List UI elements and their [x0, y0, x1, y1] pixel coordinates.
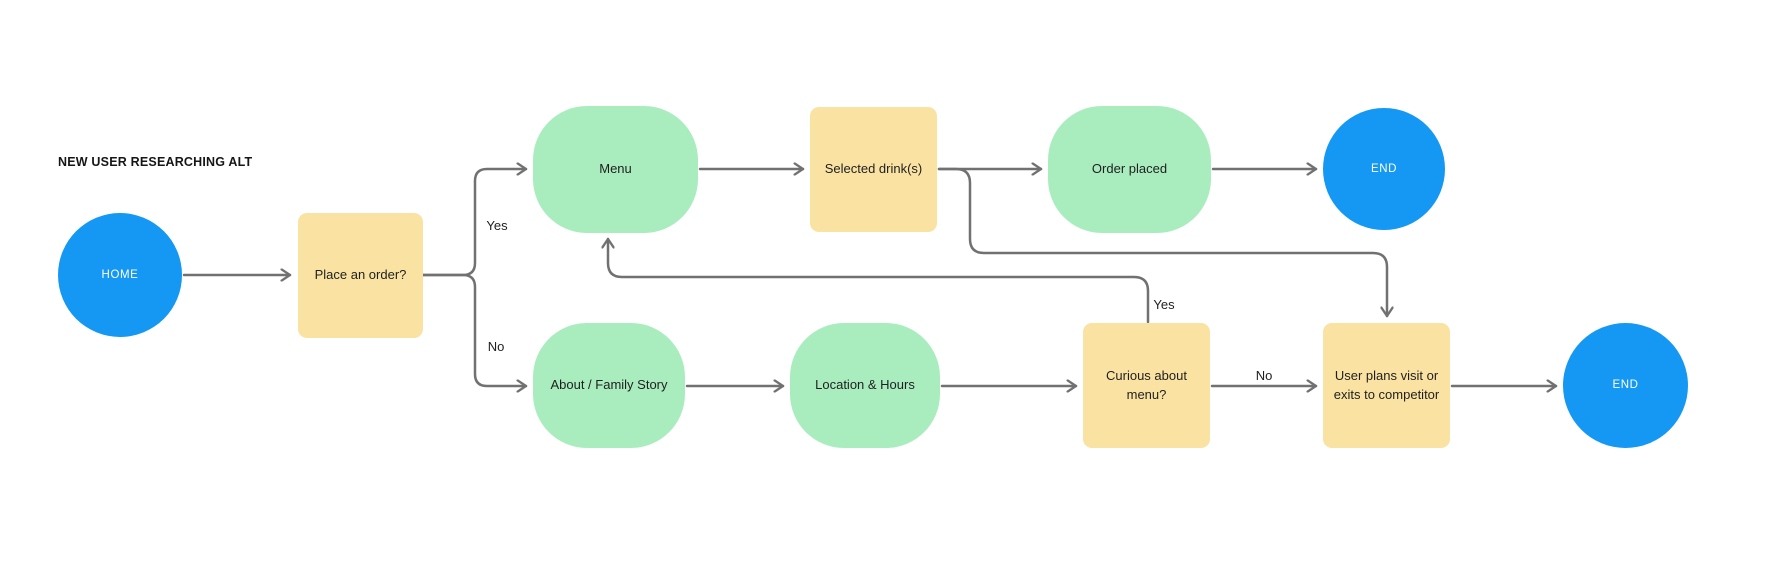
node-end-bottom[interactable]: END [1563, 323, 1688, 448]
node-selected-drinks[interactable]: Selected drink(s) [810, 107, 937, 232]
diagram-title: NEW USER RESEARCHING ALT [58, 155, 253, 169]
edge-place-order-yes-to-menu[interactable] [421, 169, 528, 277]
node-menu-label: Menu [599, 161, 632, 177]
node-place-order[interactable]: Place an order? [298, 213, 423, 338]
node-order-placed-label: Order placed [1091, 161, 1168, 177]
edge-curious-yes-to-menu[interactable] [608, 237, 1150, 324]
edge-label-place-order-no: No [487, 339, 505, 354]
node-about-family-story-label: About / Family Story [550, 377, 668, 393]
node-location-hours-label: Location & Hours [815, 377, 915, 393]
edge-label-curious-yes: Yes [1153, 297, 1175, 312]
edge-label-curious-no: No [1255, 368, 1273, 383]
node-curious-about-menu-label: Curious about menu? [1106, 367, 1187, 402]
node-home[interactable]: HOME [58, 213, 182, 337]
node-order-placed[interactable]: Order placed [1048, 106, 1211, 233]
node-end-top[interactable]: END [1323, 108, 1445, 230]
node-menu[interactable]: Menu [533, 106, 698, 233]
node-user-plans-visit[interactable]: User plans visit or exits to competitor [1323, 323, 1450, 448]
edge-label-place-order-yes: Yes [486, 218, 508, 233]
node-selected-drinks-label: Selected drink(s) [824, 161, 923, 177]
node-user-plans-visit-label: User plans visit or exits to competitor [1333, 367, 1440, 402]
node-curious-about-menu[interactable]: Curious about menu? [1083, 323, 1210, 448]
node-about-family-story[interactable]: About / Family Story [533, 323, 685, 448]
node-end-bottom-label: END [1612, 379, 1639, 392]
node-end-top-label: END [1370, 162, 1398, 175]
node-place-order-label: Place an order? [314, 267, 407, 283]
node-location-hours[interactable]: Location & Hours [790, 323, 940, 448]
edge-place-order-no-to-about[interactable] [421, 273, 528, 386]
node-home-label: HOME [101, 268, 139, 281]
edge-selected-drinks-to-user-plans[interactable] [937, 167, 1387, 318]
